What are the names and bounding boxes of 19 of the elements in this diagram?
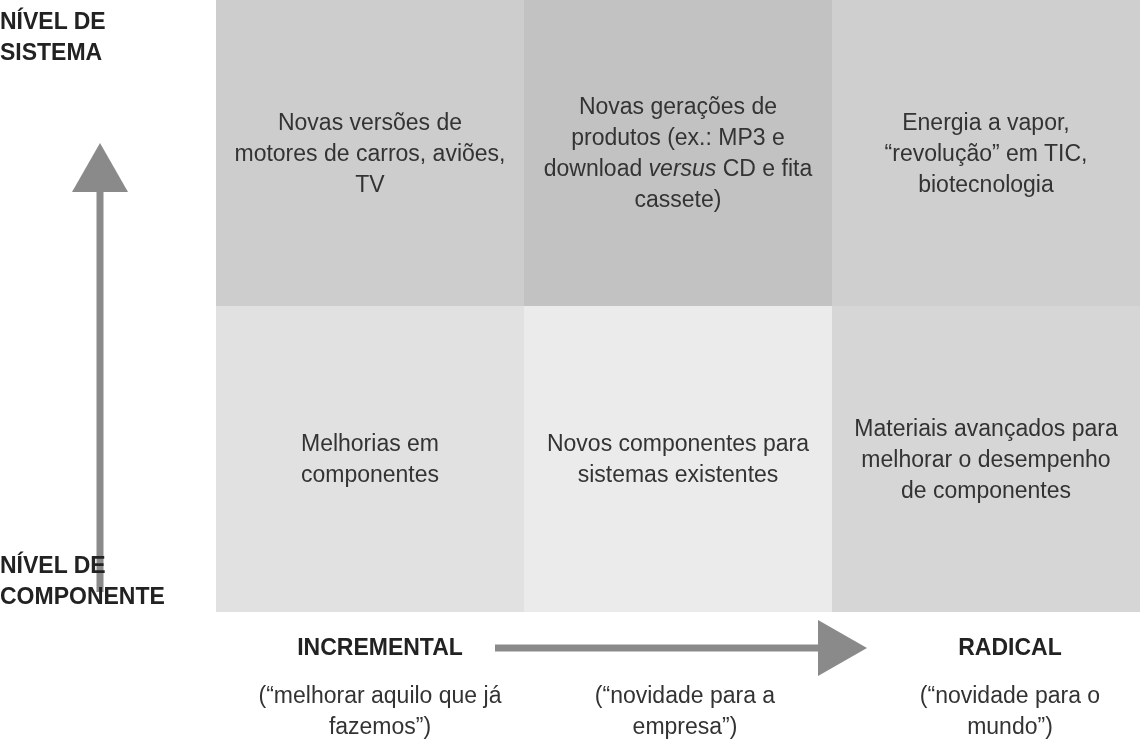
axis-label: INCREMENTAL [296,633,464,662]
cell-text: Novos componentes para sistemas existentes [545,429,811,489]
matrix-cell [524,0,832,306]
cell-text: Energia a vapor, “revolução” em TIC, biotecnologia [883,107,1089,199]
cell-text: Novas versões de motores de carros, aviões, TV [234,107,506,199]
cell-text: Melhorias em componentes [299,429,441,489]
matrix-cell [832,0,1140,306]
matrix-cell [216,0,524,306]
matrix-cell [216,306,524,612]
matrix-cell [832,306,1140,612]
axis-label: NÍVEL DE SISTEMA [0,6,107,67]
axis-note: (“melhorar aquilo que já fazemos”) [257,681,503,741]
axis-note: (“novidade para a empresa”) [593,681,777,741]
axis-label: RADICAL [957,633,1063,662]
matrix-cell [524,306,832,612]
cell-text: Materiais avançados para melhorar o desempenho de componentes [853,413,1119,505]
axis-note: (“novidade para o mundo”) [918,681,1102,741]
cell-text: Novas gerações de produtos (ex.: MP3 e download versus CD e fita cassete) [542,92,814,214]
axis-label: NÍVEL DE COMPONENTE [0,550,166,611]
